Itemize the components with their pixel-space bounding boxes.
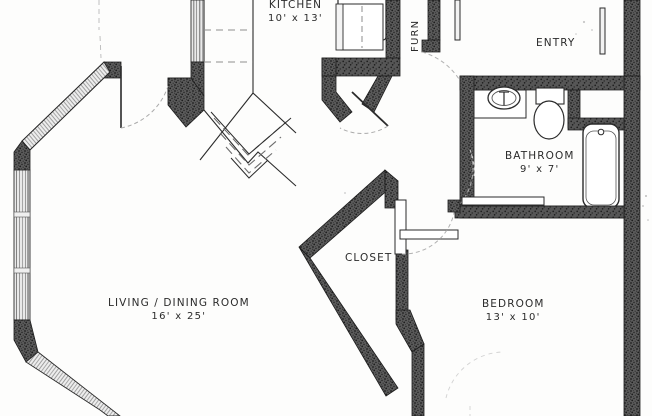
- wall-bedroom-north: [447, 196, 625, 219]
- toilet: [533, 100, 565, 140]
- bathroom-name: BATHROOM: [505, 150, 575, 162]
- exterior-wall-left-window: [13, 169, 31, 321]
- construction-lines-top-left: [98, 0, 102, 59]
- bedroom-name: BEDROOM: [482, 298, 545, 310]
- bathroom-dimensions: 9' x 7': [519, 164, 560, 176]
- wall-kitchen-right: [385, 0, 401, 59]
- bedroom-dimensions: 13' x 10': [485, 312, 541, 324]
- exterior-wall-lower-left-window: [25, 351, 121, 416]
- margin-speckles: [642, 195, 649, 221]
- closet-name: CLOSET: [345, 252, 393, 264]
- kitchen-name: KITCHEN: [268, 0, 323, 11]
- living-dining-name: LIVING / DINING ROOM: [108, 297, 250, 309]
- label-furnace: FURN: [410, 19, 421, 52]
- closet: [298, 169, 459, 416]
- bedroom-floor-marks: [445, 351, 505, 416]
- wall-entry-right: [599, 0, 641, 77]
- entry-speckles: [575, 20, 593, 35]
- closet-speckles: [344, 192, 346, 194]
- furnace-closet: [421, 0, 471, 117]
- room-label-kitchen: KITCHEN 10' x 13': [268, 0, 323, 26]
- kitchen-counter: [335, 0, 387, 51]
- room-label-living-dining: LIVING / DINING ROOM 16' x 25': [108, 296, 250, 324]
- kitchen-dimensions: 10' x 13': [268, 13, 323, 25]
- bathroom: [459, 75, 641, 416]
- stair-hall: [167, 0, 297, 187]
- door-kitchen: [339, 91, 389, 134]
- room-label-bedroom: BEDROOM 13' x 10': [482, 297, 545, 325]
- living-dining-dimensions: 16' x 25': [151, 311, 207, 323]
- room-label-bathroom: BATHROOM 9' x 7': [505, 149, 575, 177]
- door-left-hall: [120, 66, 169, 129]
- exterior-wall-upper-left-window: [21, 61, 111, 151]
- room-label-entry: ENTRY: [536, 36, 575, 50]
- wall-kitchen-left-angled: [321, 57, 393, 123]
- room-label-closet: CLOSET: [345, 251, 392, 265]
- entry-name: ENTRY: [536, 37, 576, 49]
